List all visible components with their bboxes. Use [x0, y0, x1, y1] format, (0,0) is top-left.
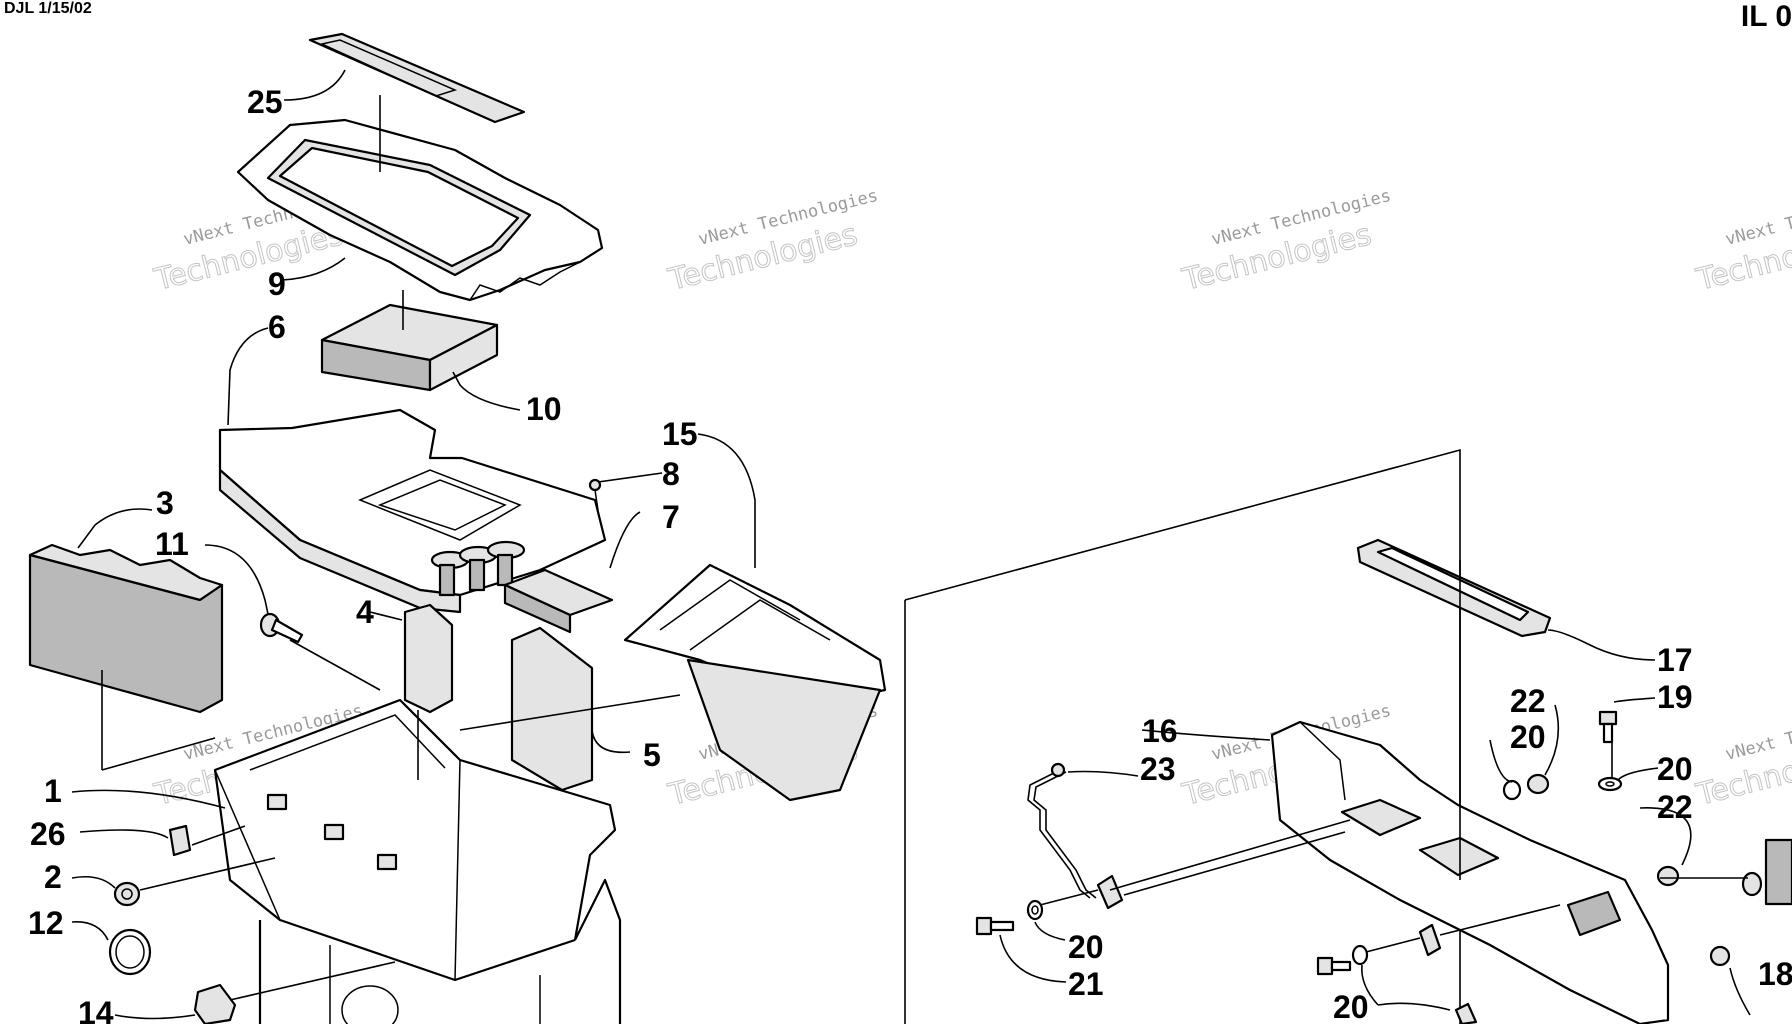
callout-11: 11 [155, 526, 189, 562]
part-intake-housing [623, 563, 887, 802]
callout-7: 7 [662, 499, 680, 535]
part-foam-strip-4 [403, 603, 454, 714]
callout-16: 16 [1142, 713, 1178, 749]
part-nut-18 [1709, 945, 1731, 967]
part-nut-22b [1656, 865, 1680, 887]
callout-19: 19 [1657, 679, 1693, 715]
part-washer-20c [1026, 899, 1044, 921]
part-washer-20a [1502, 779, 1522, 801]
callout-5: 5 [643, 737, 661, 773]
part-screw-11 [259, 612, 304, 644]
part-bolt-21 [975, 916, 1015, 936]
callout-8: 8 [662, 456, 680, 492]
part-nut-22a [1526, 773, 1550, 795]
callout-21: 21 [1068, 966, 1104, 1002]
callout-10: 10 [526, 391, 562, 427]
part-washer-20d [1351, 944, 1369, 966]
part-tab-washer-2 [1454, 1002, 1478, 1024]
callout-23: 23 [1140, 751, 1176, 787]
drawing-id-label: DJL 1/15/02 [4, 0, 92, 17]
callout-22: 22 [1510, 683, 1546, 719]
part-bolt-19 [1598, 710, 1618, 744]
callout-3: 3 [156, 485, 174, 521]
callout-20-b: 20 [1657, 751, 1693, 787]
callout-18: 18 [1758, 956, 1792, 992]
callout-4: 4 [356, 594, 374, 630]
part-gasket-17 [1356, 538, 1552, 638]
callout-20-d: 20 [1333, 989, 1369, 1024]
callout-22-b: 22 [1657, 789, 1693, 825]
part-washer-right [1741, 871, 1763, 897]
part-foam-strip-5 [510, 626, 594, 792]
callout-20-c: 20 [1068, 929, 1104, 965]
callout-12: 12 [28, 905, 64, 941]
part-label-plate [308, 32, 526, 124]
callout-15: 15 [662, 416, 698, 452]
callout-25: 25 [247, 84, 283, 120]
part-airbox-cover [236, 118, 604, 302]
part-duct-16 [1270, 720, 1670, 1024]
part-clamp-12 [108, 928, 152, 976]
part-foam-filter [320, 303, 499, 392]
part-washer-20b [1597, 776, 1623, 792]
part-tab-washer [1418, 923, 1442, 957]
callout-1: 1 [44, 773, 62, 809]
part-plug-2 [113, 881, 141, 907]
part-grommet-26 [168, 824, 192, 857]
callout-numbers: 25 9 6 10 15 8 3 7 11 4 5 1 26 2 12 14 1… [28, 84, 1792, 1024]
part-bolt-20e [1316, 956, 1352, 976]
callout-9: 9 [268, 266, 286, 302]
callout-17: 17 [1657, 642, 1693, 678]
watermark-text: vNext Technologies [1723, 186, 1792, 250]
callout-14: 14 [78, 995, 114, 1024]
part-foam-right [1764, 838, 1792, 906]
callout-6: 6 [268, 309, 286, 345]
watermark-text: vNext Technologies [1723, 701, 1792, 765]
page-code-label: IL 0 [1740, 0, 1792, 33]
leader-lines [71, 69, 1751, 1020]
part-clip-14 [193, 983, 237, 1024]
callout-26: 26 [30, 816, 66, 852]
detail-frame [904, 448, 1461, 1024]
part-airbox [213, 698, 622, 1024]
part-screw-8 [588, 478, 602, 511]
part-small-foam [503, 568, 614, 634]
callout-2: 2 [44, 859, 62, 895]
part-rod-23 [1027, 762, 1124, 910]
part-long-foam [28, 543, 224, 714]
callout-20: 20 [1510, 719, 1546, 755]
